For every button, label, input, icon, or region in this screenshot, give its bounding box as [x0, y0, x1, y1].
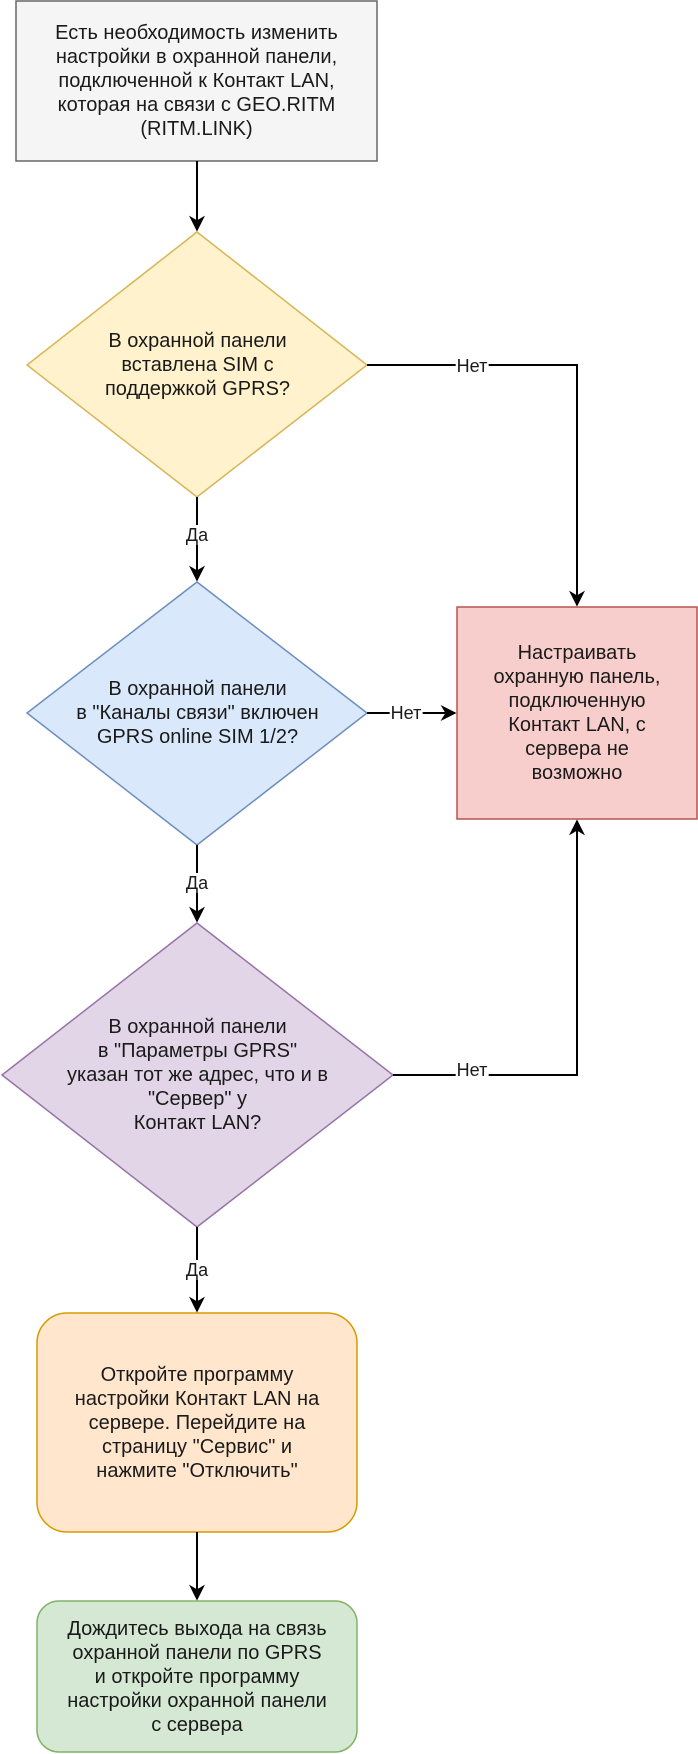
impossible-node-shape	[456, 606, 698, 820]
edge-label-channels-no: Нет	[389, 703, 423, 723]
edge-label-channels-yes: Да	[184, 873, 210, 893]
edge-label-sim-yes: Да	[184, 525, 210, 545]
edge-label-params-yes: Да	[184, 1260, 210, 1280]
start-node-text: Есть необходимость изменить настройки в …	[55, 22, 338, 140]
edge-label-params-no: Нет	[455, 1060, 489, 1080]
decision-params-text: В охранной панели в "Параметры GPRS" ука…	[67, 1016, 328, 1134]
wait-node-text: Дождитесь выхода на связь охранной панел…	[67, 1617, 327, 1736]
open-program-node-text: Откройте программу настройки Контакт LAN…	[74, 1363, 320, 1482]
edge-sim-no	[367, 364, 585, 607]
decision-channels-text: В охранной панели в "Каналы связи" включ…	[76, 678, 319, 748]
decision-sim-text: В охранной панели вставлена SIM с поддер…	[104, 330, 291, 400]
impossible-node-text: Настраивать охранную панель, подключенну…	[493, 642, 661, 784]
start-node-shape	[15, 0, 378, 162]
edge-label-sim-no: Нет	[455, 356, 489, 376]
wait-node-shape	[36, 1600, 358, 1753]
edge-params-no	[393, 819, 585, 1076]
